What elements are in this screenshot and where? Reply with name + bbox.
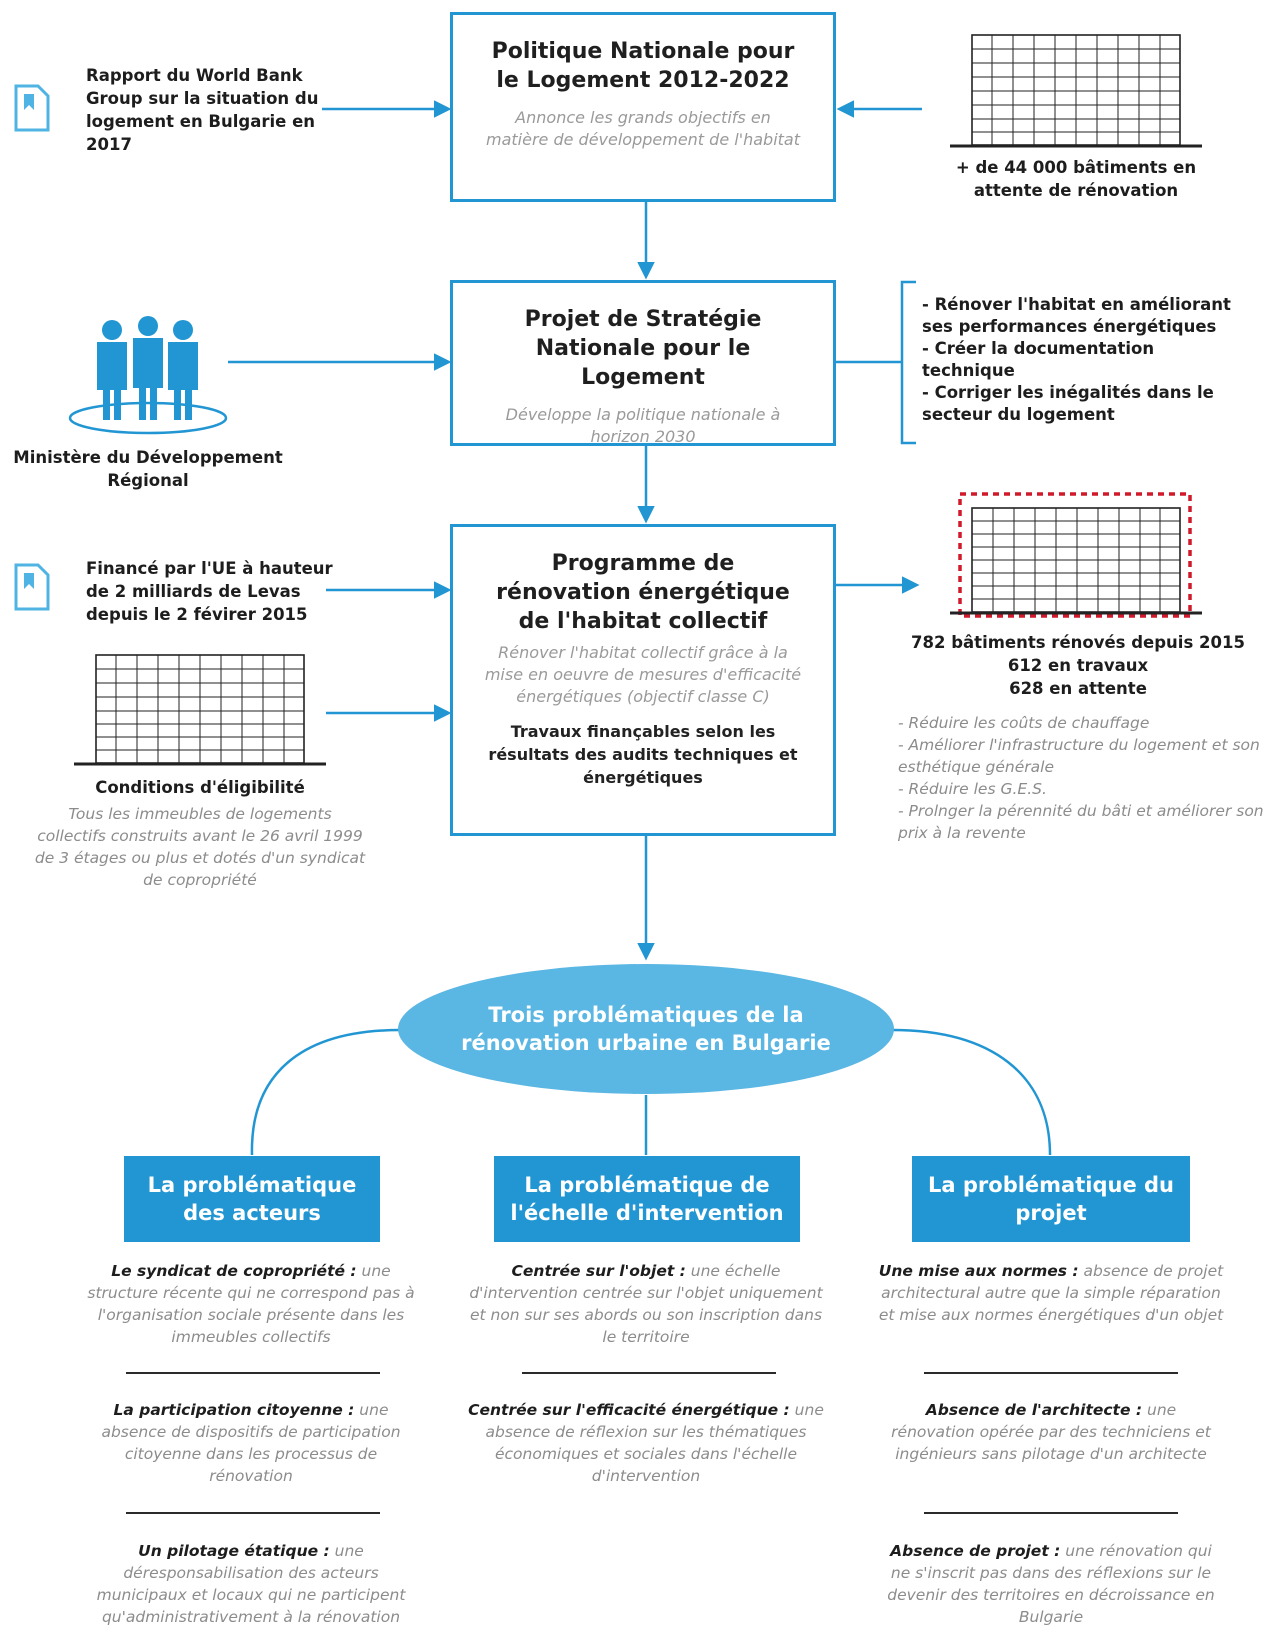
document-icon [14,563,50,611]
issue-text: une rénovation qui ne s'inscrit pas dans… [887,1542,1215,1626]
eligibility-building-icon [74,654,326,766]
category-actors: La problématique des acteurs [124,1156,380,1242]
issue-term: Centrée sur l'efficacité énergétique : [468,1401,790,1419]
stat-renovated: 782 bâtiments rénovés depuis 2015 [911,633,1245,652]
issue-text: absence de projet architectural autre qu… [878,1262,1224,1324]
strategy-goals-list: - Rénover l'habitat en améliorant ses pe… [922,294,1242,426]
program-box: Programme de rénovation énergétique de l… [450,524,836,836]
issue-term: Une mise aux normes : [878,1262,1079,1280]
stat-in-progress: 612 en travaux [1007,656,1149,675]
strategy-description: Développe la politique nationale à horiz… [505,405,781,446]
strategy-goal-item: - Rénover l'habitat en améliorant ses pe… [922,295,1231,336]
buildings-awaiting-label: + de 44 000 bâtiments en attente de réno… [955,158,1197,200]
benefit-item: - Prolnger la pérennité du bâti et améli… [898,802,1264,842]
divider [924,1372,1178,1374]
three-issues-title: Trois problématiques de la rénovation ur… [461,1003,831,1055]
strategy-goal-item: - Créer la documentation technique [922,339,1155,380]
eligibility-title: Conditions d'éligibilité [95,778,305,797]
program-funding-note: Travaux finançables selon les résultats … [488,722,798,787]
renovated-building-icon [950,492,1202,618]
benefit-item: - Réduire les G.E.S. [898,780,1047,798]
renovation-stats: 782 bâtiments rénovés depuis 2015 612 en… [908,631,1248,700]
issue-term: La participation citoyenne : [113,1401,355,1419]
ministry-label: Ministère du Développement Régional [13,448,283,490]
curve-oval-to-left [250,1028,401,1156]
world-bank-report-label: Rapport du World Bank Group sur la situa… [86,66,319,154]
category-scale-label: La problématique de l'échelle d'interven… [510,1173,784,1225]
issue-term: Absence de projet : [890,1542,1061,1560]
issue-item: Une mise aux normes : absence de projet … [876,1260,1226,1326]
category-project-label: La problématique du projet [928,1173,1174,1225]
issue-item: Centrée sur l'objet : une échelle d'inte… [466,1260,826,1348]
category-project: La problématique du projet [912,1156,1190,1242]
strategy-title: Projet de Stratégie Nationale pour le Lo… [524,307,762,390]
strategy-box: Projet de Stratégie Nationale pour le Lo… [450,280,836,446]
eligibility-text: Tous les immeubles de logements collecti… [34,805,366,889]
issue-term: Un pilotage étatique : [138,1542,330,1560]
program-benefits-list: - Réduire les coûts de chauffage - Améli… [898,712,1268,844]
issue-item: La participation citoyenne : une absence… [84,1399,418,1487]
issue-text: une rénovation opérée par des technicien… [891,1401,1211,1463]
people-icon [68,316,228,435]
issue-text: une structure récente qui ne correspond … [87,1262,415,1346]
issue-item: Le syndicat de copropriété : une structu… [74,1260,428,1348]
issue-item: Absence de l'architecte : une rénovation… [886,1399,1216,1465]
category-actors-label: La problématique des acteurs [147,1173,357,1225]
issue-item: Centrée sur l'efficacité énergétique : u… [466,1399,826,1487]
divider [924,1512,1178,1514]
curve-oval-to-right [891,1028,1052,1156]
issue-term: Le syndicat de copropriété : [111,1262,357,1280]
divider [522,1372,776,1374]
benefit-item: - Améliorer l'infrastructure du logement… [898,736,1260,776]
issue-text: une absence de réflexion sur les thémati… [485,1401,824,1485]
building-icon-top [950,34,1202,148]
program-title: Programme de rénovation énergétique de l… [496,551,790,634]
goals-bracket [900,280,916,445]
issue-item: Absence de projet : une rénovation qui n… [886,1540,1216,1628]
document-icon [14,84,50,132]
issue-item: Un pilotage étatique : une déresponsabil… [84,1540,418,1628]
policy-title: Politique Nationale pour le Logement 201… [491,39,795,93]
issue-text: une déresponsabilisation des acteurs mun… [96,1542,406,1626]
three-issues-oval: Trois problématiques de la rénovation ur… [398,964,894,1094]
issue-text: une absence de dispositifs de participat… [101,1401,401,1485]
benefit-item: - Réduire les coûts de chauffage [898,714,1150,732]
policy-description: Annonce les grands objectifs en matière … [485,108,800,149]
issue-term: Centrée sur l'objet : [511,1262,686,1280]
eu-funding-label: Financé par l'UE à hauteur de 2 milliard… [86,559,333,624]
program-description: Rénover l'habitat collectif grâce à la m… [484,643,802,706]
divider [126,1372,380,1374]
strategy-goal-item: - Corriger les inégalités dans le secteu… [922,383,1214,424]
issue-text: une échelle d'intervention centrée sur l… [469,1262,823,1346]
category-scale: La problématique de l'échelle d'interven… [494,1156,800,1242]
divider [126,1512,380,1514]
policy-box: Politique Nationale pour le Logement 201… [450,12,836,202]
stat-waiting: 628 en attente [1009,679,1147,698]
issue-term: Absence de l'architecte : [925,1401,1143,1419]
